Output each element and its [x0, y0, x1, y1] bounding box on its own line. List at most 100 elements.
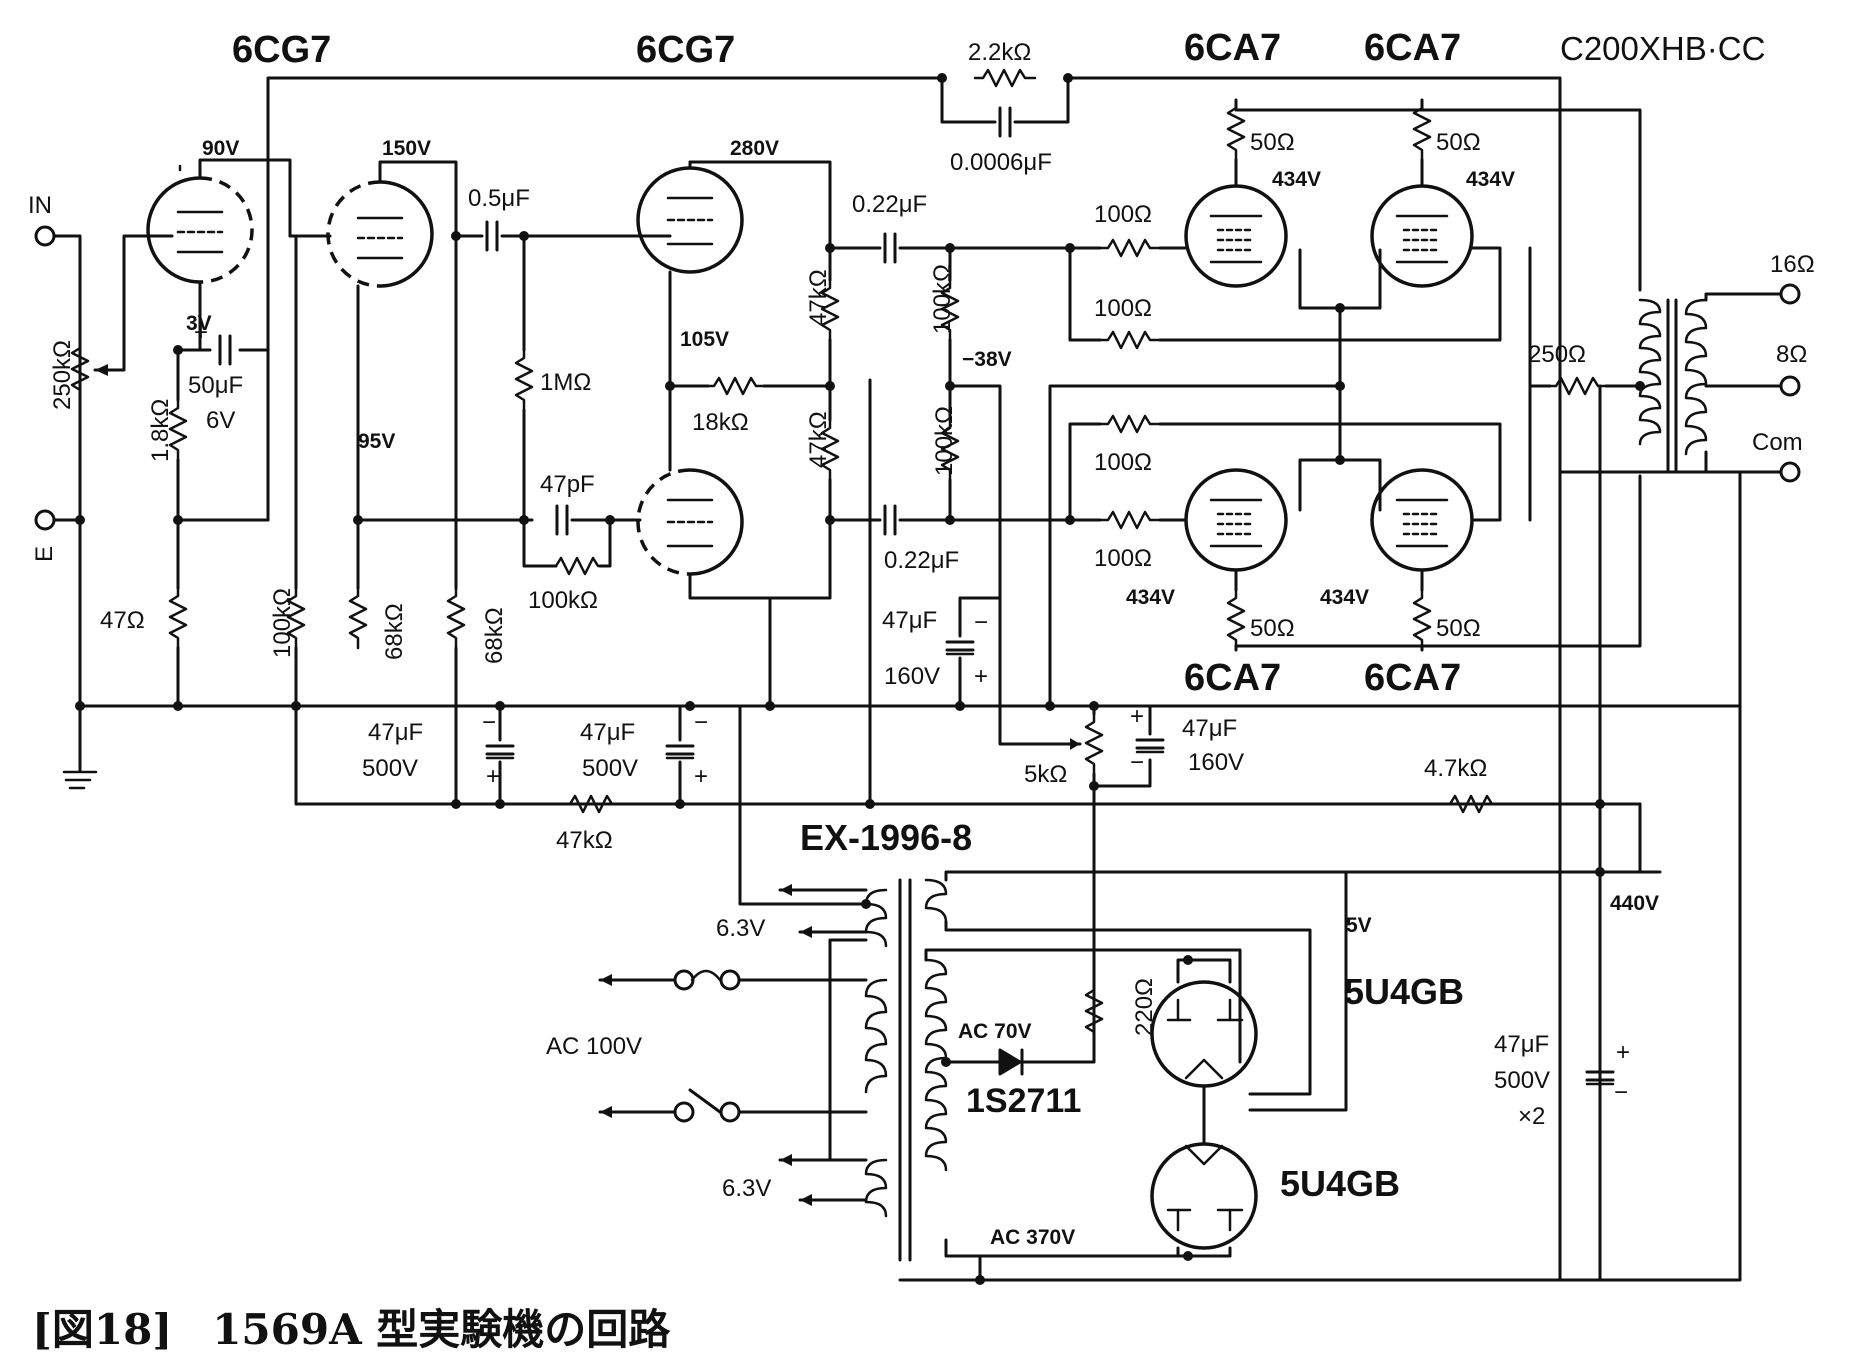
- r-50-c-label: 50Ω: [1250, 615, 1295, 642]
- c-filter1-voltage: 500V: [362, 755, 418, 782]
- v434c-label: 434V: [1126, 586, 1175, 609]
- c-bias-label: 47μF: [882, 607, 937, 634]
- cathode-cap-plus: +: [194, 319, 208, 346]
- fb-resistor-label: 2.2kΩ: [968, 39, 1031, 66]
- rectifier-bottom: [1150, 1142, 1258, 1250]
- r-100-c-label: 100Ω: [1094, 545, 1152, 572]
- c-bias-minus: −: [974, 609, 988, 636]
- tube-out-top-right: [1370, 184, 1474, 288]
- v1-plate-voltage: 90V: [202, 137, 239, 160]
- cathode-cap-label: 50μF: [188, 372, 243, 399]
- heater2-label: 6.3V: [722, 1175, 771, 1202]
- svg-text:−: −: [694, 709, 708, 736]
- tube-label-out-top-left: 6CA7: [1184, 27, 1281, 69]
- c-bias2-voltage: 160V: [1188, 749, 1244, 776]
- tube-v2-upper: [636, 166, 744, 274]
- figure-caption: [図18] 1569A 型実験機の回路: [32, 1296, 710, 1357]
- c-coupling2-label: 0.22μF: [852, 191, 927, 218]
- c-filter2-label: 47μF: [580, 719, 635, 746]
- r-68k-b-label: 68kΩ: [481, 607, 508, 664]
- r-100k-d-label: 100kΩ: [931, 406, 958, 476]
- rect-bot-label: 5U4GB: [1280, 1163, 1400, 1204]
- bias-voltage: −38V: [962, 348, 1012, 371]
- ground-terminal[interactable]: [34, 509, 56, 531]
- tube-out-bot-right: [1370, 468, 1474, 572]
- svg-text:−: −: [1130, 749, 1144, 776]
- c-bias-plus: +: [974, 663, 988, 690]
- rect-top-label: 5U4GB: [1344, 971, 1464, 1012]
- heater1-label: 6.3V: [716, 915, 765, 942]
- v5-label: 5V: [1346, 914, 1372, 937]
- feedback-line: [266, 76, 942, 522]
- r-18k-label: 18kΩ: [692, 409, 749, 436]
- r-47k-c-label: 47kΩ: [556, 827, 613, 854]
- c-coupling1-label: 0.5μF: [468, 185, 530, 212]
- ac100-label: AC 100V: [546, 1033, 642, 1060]
- out-16-terminal[interactable]: [1779, 283, 1801, 305]
- c-47p-label: 47pF: [540, 471, 595, 498]
- v2-cathode-voltage: 105V: [680, 328, 729, 351]
- tube-label-out-bot-right: 6CA7: [1364, 657, 1461, 699]
- r-50-b-label: 50Ω: [1436, 129, 1481, 156]
- svg-text:+: +: [694, 763, 708, 790]
- r-250-label: 250Ω: [1528, 341, 1586, 368]
- v1-cathode-voltage: 3V: [186, 312, 212, 335]
- tube-label-out-bot-left: 6CA7: [1184, 657, 1281, 699]
- v1b-cathode-voltage: 95V: [358, 430, 395, 453]
- r-100k-b-label: 100kΩ: [528, 587, 598, 614]
- svg-text:+: +: [486, 763, 500, 790]
- volume-pot-label: 250kΩ: [49, 340, 76, 410]
- v440-label: 440V: [1610, 892, 1659, 915]
- r-50-a-label: 50Ω: [1250, 129, 1295, 156]
- tube-out-bot-left: [1184, 468, 1288, 572]
- v434d-label: 434V: [1320, 586, 1369, 609]
- svg-text:−: −: [482, 709, 496, 736]
- r-5k-label: 5kΩ: [1024, 761, 1067, 788]
- tube-label-v2: 6CG7: [636, 29, 735, 71]
- r-47k-b-label: 47kΩ: [805, 411, 832, 468]
- svg-text:+: +: [1130, 703, 1144, 730]
- c-reservoir-voltage: 500V: [1494, 1067, 1550, 1094]
- c-filter1-label: 47μF: [368, 719, 423, 746]
- r-47-label: 47Ω: [100, 607, 145, 634]
- v434b-label: 434V: [1466, 168, 1515, 191]
- tube-label-out-top-right: 6CA7: [1364, 27, 1461, 69]
- input-label: IN: [28, 192, 52, 219]
- cathode-cap-voltage: 6V: [206, 407, 235, 434]
- fb-cap-label: 0.0006μF: [950, 149, 1052, 176]
- c-reservoir-label: 47μF: [1494, 1031, 1549, 1058]
- c-filter2-voltage: 500V: [582, 755, 638, 782]
- power-switch[interactable]: [719, 1101, 741, 1123]
- ground-label: E: [31, 546, 58, 562]
- tube-out-top-left: [1184, 184, 1288, 288]
- out-8-terminal[interactable]: [1779, 375, 1801, 397]
- power-transformer-label: EX-1996-8: [800, 817, 972, 858]
- diode-label: 1S2711: [966, 1082, 1081, 1120]
- svg-text:+: +: [1616, 1039, 1630, 1066]
- v434a-label: 434V: [1272, 168, 1321, 191]
- v1b-plate-voltage: 150V: [382, 137, 431, 160]
- figure-title: 1569A 型実験機の回路: [212, 1305, 671, 1354]
- tube-label-v1: 6CG7: [232, 29, 331, 71]
- r-100-d-label: 100Ω: [1094, 449, 1152, 476]
- r-100-a-label: 100Ω: [1094, 201, 1152, 228]
- input-terminal[interactable]: [34, 225, 56, 247]
- v2-plate-voltage: 280V: [730, 137, 779, 160]
- out-16-label: 16Ω: [1770, 251, 1815, 278]
- c-reservoir-count: ×2: [1518, 1103, 1545, 1130]
- c-bias-voltage: 160V: [884, 663, 940, 690]
- c-bias2-label: 47μF: [1182, 715, 1237, 742]
- r-100-b-label: 100Ω: [1094, 295, 1152, 322]
- r-68k-a-label: 68kΩ: [381, 603, 408, 660]
- r-50-d-label: 50Ω: [1436, 615, 1481, 642]
- tube-v2-lower: [636, 468, 744, 576]
- output-transformer-label: C200XHB·CC: [1560, 30, 1765, 67]
- r-1M-label: 1MΩ: [540, 369, 591, 396]
- output-transformer: [1638, 298, 1708, 472]
- r-100k-a-label: 100kΩ: [269, 588, 296, 658]
- out-com-terminal[interactable]: [1779, 461, 1801, 483]
- out-8-label: 8Ω: [1776, 341, 1807, 368]
- tube-v1b: [326, 180, 434, 288]
- figure-number: [図18]: [32, 1305, 173, 1354]
